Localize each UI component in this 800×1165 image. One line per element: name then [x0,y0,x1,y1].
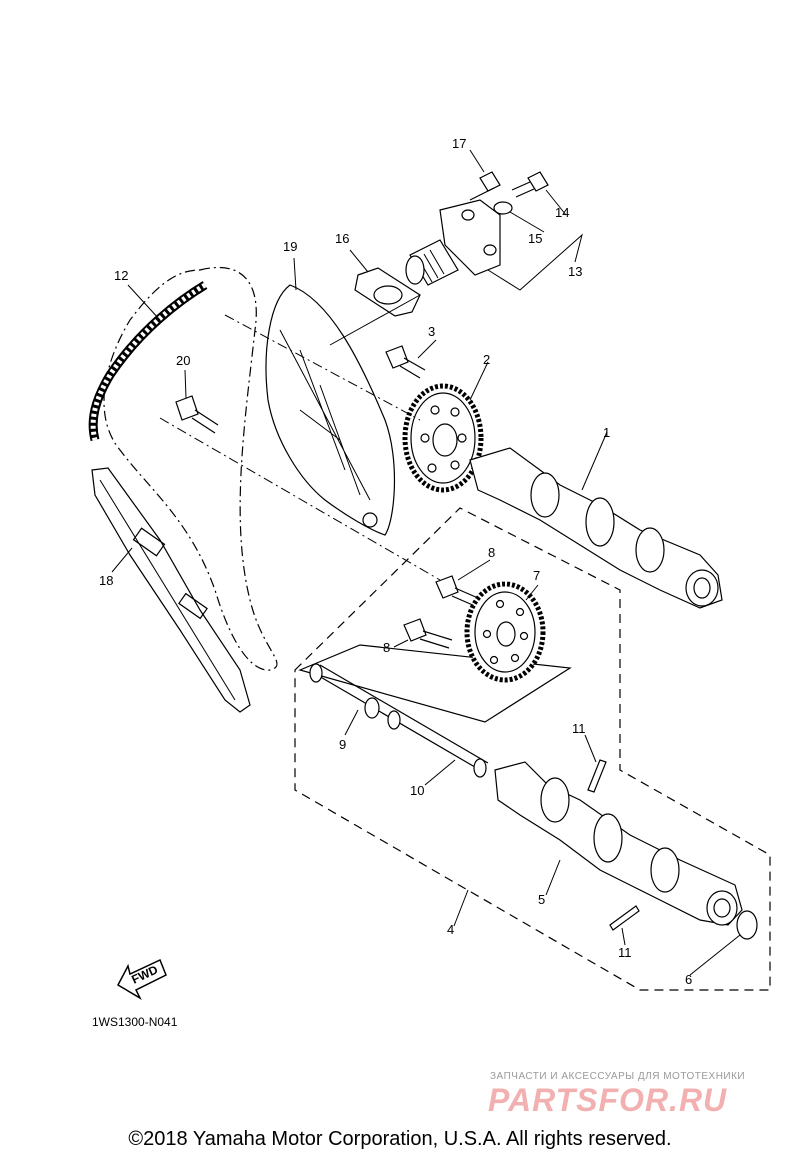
callout-13: 13 [568,264,582,279]
fwd-arrow-icon [117,958,167,1000]
decompression-rod-10 [309,663,489,778]
bearing-6 [736,910,758,940]
callout-16: 16 [335,231,349,246]
pin-11-upper [587,759,607,793]
callout-8-upper: 8 [488,545,495,560]
tensioner-assembly-13 [405,199,501,286]
bolt-14 [511,171,549,198]
callout-1: 1 [603,425,610,440]
callout-6: 6 [685,972,692,987]
washer-15 [493,201,513,215]
callout-2: 2 [483,352,490,367]
copyright-notice: ©2018 Yamaha Motor Corporation, U.S.A. A… [128,1128,672,1150]
cam-sprocket-7 [464,581,546,683]
bolt-8-lower [403,618,453,649]
group-boundary-4 [294,507,771,991]
bolt-17 [469,171,501,201]
bolt-20 [175,395,219,434]
callout-9: 9 [339,737,346,752]
callout-15: 15 [528,231,542,246]
callout-19: 19 [283,239,297,254]
watermark-brand: PARTSFOR.RU [488,1082,728,1118]
callout-8-lower: 8 [383,640,390,655]
watermark-tagline: ЗАПЧАСТИ И АКСЕССУАРЫ ДЛЯ МОТОТЕХНИКИ [490,1071,746,1082]
timing-chain [88,281,208,442]
chain-guide-19 [265,284,396,536]
callout-3: 3 [428,324,435,339]
callout-12: 12 [114,268,128,283]
callout-18: 18 [99,573,113,588]
callout-10: 10 [410,783,424,798]
bolt-8-upper [435,575,479,607]
pin-11-lower [609,905,640,931]
tensioner-guide-18 [91,467,251,713]
callout-11-upper: 11 [572,721,586,736]
bolt-3 [385,345,426,379]
cam-sprocket-2 [402,383,484,493]
callout-20: 20 [176,353,190,368]
callout-7: 7 [533,568,540,583]
group-boundary-7 [298,644,572,723]
callout-5: 5 [538,892,545,907]
callout-14: 14 [555,205,569,220]
diagram-ref-code: 1WS1300-N041 [92,1015,178,1029]
camshaft-5 [494,761,743,926]
chain-path [103,266,278,671]
callout-4: 4 [447,922,454,937]
leader-lines [111,149,741,976]
callout-11-lower: 11 [618,945,632,960]
camshaft-1 [469,447,723,609]
callout-17: 17 [452,136,466,151]
